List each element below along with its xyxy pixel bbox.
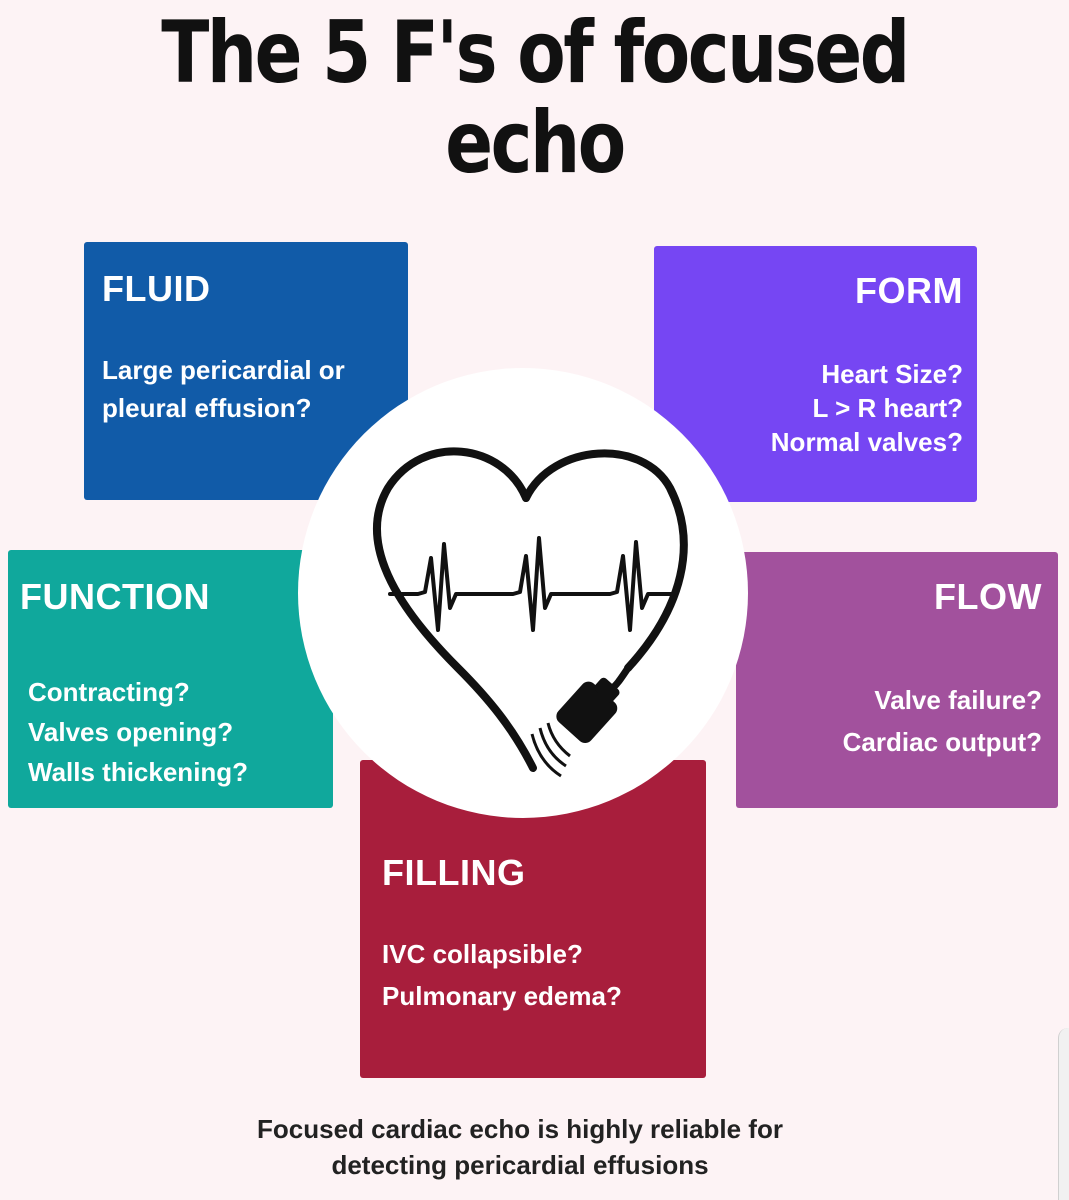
card-flow: FLOW Valve failure? Cardiac output? bbox=[736, 552, 1058, 808]
card-line: IVC collapsible? bbox=[382, 939, 583, 969]
card-line: Pulmonary edema? bbox=[382, 981, 622, 1011]
card-heading: FUNCTION bbox=[20, 576, 210, 617]
footer-line: Focused cardiac echo is highly reliable … bbox=[257, 1114, 783, 1144]
card-line: Walls thickening? bbox=[28, 757, 249, 787]
card-function: FUNCTION Contracting? Valves opening? Wa… bbox=[8, 550, 333, 808]
card-line: Heart Size? bbox=[821, 359, 963, 389]
card-form: FORM Heart Size? L > R heart? Normal val… bbox=[654, 246, 977, 502]
card-heading: FLOW bbox=[934, 576, 1042, 617]
card-line: Valve failure? bbox=[874, 685, 1042, 715]
page-title: The 5 F's of focused echo bbox=[161, 3, 910, 194]
card-line: Valves opening? bbox=[28, 717, 234, 747]
card-heading: FORM bbox=[855, 270, 963, 311]
scrollbar-edge bbox=[1058, 1028, 1069, 1200]
card-line: Cardiac output? bbox=[842, 727, 1042, 757]
card-fluid: FLUID Large pericardial or pleural effus… bbox=[84, 242, 408, 500]
footer-line: detecting pericardial effusions bbox=[331, 1150, 709, 1180]
card-line: L > R heart? bbox=[812, 393, 963, 423]
card-line: pleural effusion? bbox=[102, 393, 312, 423]
heart-ecg-probe-icon bbox=[373, 447, 688, 778]
card-line: Normal valves? bbox=[770, 427, 963, 457]
card-line: Large pericardial or bbox=[102, 355, 345, 385]
card-heading: FLUID bbox=[102, 268, 211, 309]
card-heading: FILLING bbox=[382, 852, 526, 893]
card-line: Contracting? bbox=[28, 677, 190, 707]
